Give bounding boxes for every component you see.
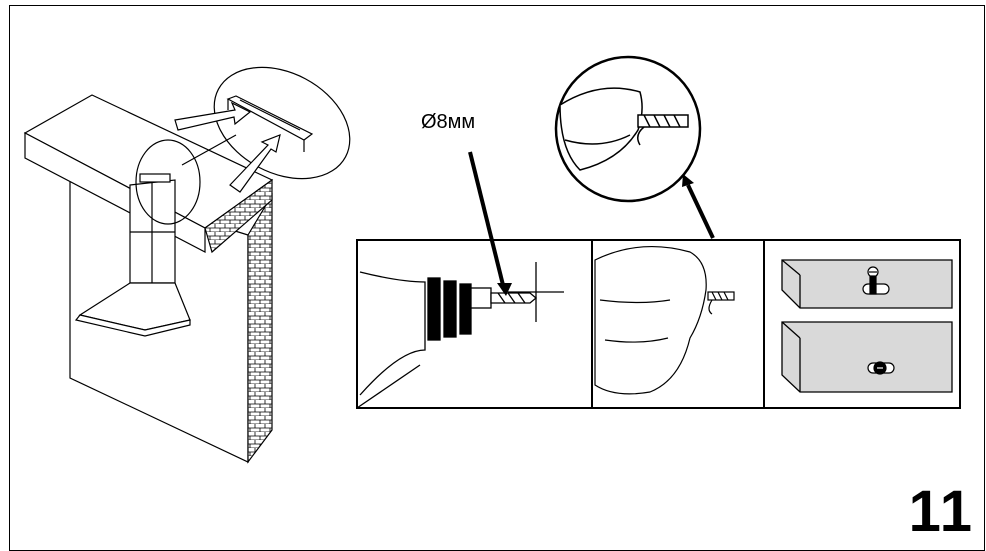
drill-pointer-arrow <box>468 151 505 286</box>
hand-inserting-dowel-icon <box>594 245 735 395</box>
zoom-lens-icon <box>554 55 702 203</box>
screw-head-icon <box>867 361 895 375</box>
screw-icon <box>862 266 890 295</box>
page-number: 11 <box>908 479 974 544</box>
cabinet-hood-illustration <box>23 66 351 464</box>
drill-icon <box>356 262 564 409</box>
drill-size-label: Ø8мм <box>421 111 476 133</box>
zoom-pointer-arrow <box>686 184 715 239</box>
bracket-screw-steps <box>781 259 953 393</box>
